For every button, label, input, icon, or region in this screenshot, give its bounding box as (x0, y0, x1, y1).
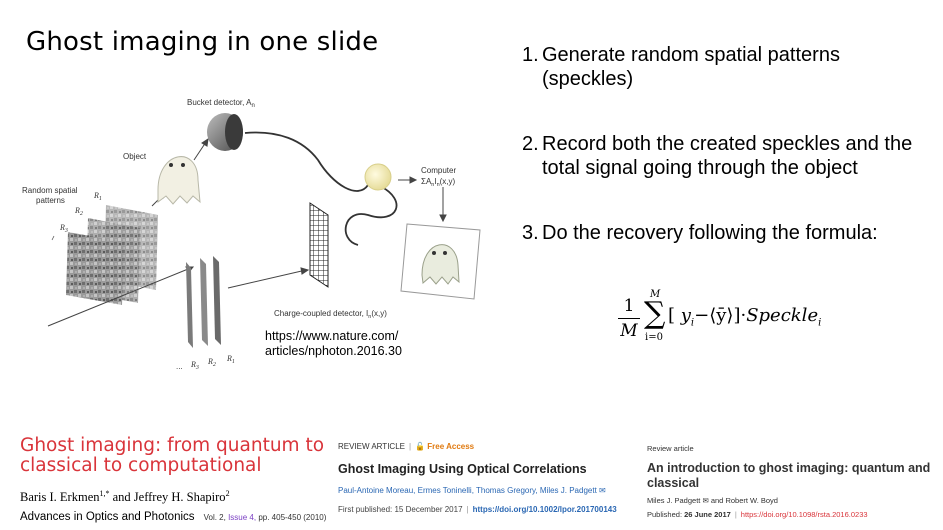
ghost-object (157, 156, 201, 205)
random-patterns-label-1: Random spatial (22, 186, 78, 195)
step-item: 3. Do the recovery following the formula… (520, 221, 930, 245)
step-item: 1. Generate random spatial patterns (spe… (520, 43, 930, 91)
reference-kind: Review article (647, 444, 694, 453)
email-icon: ✉ (702, 496, 709, 505)
ellipsis-label: ... (176, 362, 183, 371)
charge-coupled-detector (309, 202, 329, 288)
r2-label: R2 (74, 206, 83, 217)
bucket-detector (207, 113, 243, 151)
fiber-cable (244, 131, 369, 192)
step-number: 2. (522, 133, 539, 155)
reference-journal: Advances in Optics and Photonics Vol. 2,… (20, 511, 327, 524)
source-url[interactable]: https://www.nature.com/ articles/nphoton… (265, 329, 402, 359)
r1-label: R1 (93, 191, 102, 202)
computer-formula: ΣAnIn(x,y) (421, 177, 456, 188)
random-patterns (66, 205, 158, 305)
step-text: Record both the created speckles and the… (542, 133, 913, 179)
reference-published: First published: 15 December 2017|https:… (338, 505, 617, 514)
reference-padgett[interactable]: Review article An introduction to ghost … (647, 444, 937, 519)
bucket-detector-label: Bucket detector, An (187, 98, 255, 109)
lock-icon: 🔓 (415, 442, 426, 451)
formula-numerator: 1 (623, 296, 635, 316)
fiber-cable-2 (344, 185, 398, 246)
reference-authors: Miles J. Padgett ✉ and Robert W. Boyd (647, 496, 778, 505)
step-text: Do the recovery following the formula: (542, 222, 878, 244)
ccd-label: Charge-coupled detector, In(x,y) (274, 309, 387, 320)
computer-label: Computer (421, 166, 456, 175)
reference-erkmen[interactable]: Ghost imaging: from quantum to classical… (20, 435, 330, 524)
r3-label: R3 (59, 223, 68, 234)
slide-title: Ghost imaging in one slide (26, 27, 379, 57)
formula-denominator: M (620, 321, 638, 341)
reference-title: An introduction to ghost imaging: quantu… (647, 461, 931, 490)
collecting-lens (364, 163, 392, 191)
email-icon: ✉ (599, 486, 606, 495)
sum-upper-limit: M (650, 289, 661, 300)
reference-kind: REVIEW ARTICLE|🔓 Free Access (338, 442, 475, 451)
sum-symbol: ∑ (644, 296, 666, 331)
slice-r3-label: R3 (190, 360, 199, 371)
object-label: Object (123, 152, 147, 161)
reference-title: Ghost imaging: from quantum to classical… (20, 435, 325, 476)
source-url-line-2: articles/nphoton.2016.30 (265, 344, 402, 358)
random-patterns-label-2: patterns (36, 196, 65, 205)
ghost-imaging-diagram: Random spatial patterns R1 R2 R3 Bucket … (22, 98, 481, 371)
slice-r2-label: R2 (207, 357, 216, 368)
reference-moreau[interactable]: REVIEW ARTICLE|🔓 Free Access Ghost Imagi… (338, 442, 638, 514)
sum-lower-limit: i=0 (645, 332, 663, 343)
steps-list: 1. Generate random spatial patterns (spe… (520, 43, 930, 286)
reference-authors: Baris I. Erkmen1,* and Jeffrey H. Shapir… (20, 489, 230, 505)
reference-published: Published: 26 June 2017|https://doi.org/… (647, 510, 868, 519)
reference-authors: Paul-Antoine Moreau, Ermes Toninelli, Th… (338, 486, 606, 495)
formula-body: [ yi−⟨ȳ⟩]·Specklei (668, 305, 822, 329)
reference-title: Ghost Imaging Using Optical Correlations (338, 462, 587, 476)
doi-link[interactable]: https://doi.org/10.1002/lpor.201700143 (472, 505, 617, 514)
reconstructed-image (400, 223, 481, 300)
doi-link[interactable]: https://doi.org/10.1098/rsta.2016.0233 (740, 510, 868, 519)
source-url-line-1: https://www.nature.com/ (265, 329, 399, 343)
step-item: 2. Record both the created speckles and … (520, 132, 930, 180)
step-number: 1. (522, 44, 539, 66)
step-text: Generate random spatial patterns (speckl… (542, 44, 840, 90)
step-number: 3. (522, 222, 539, 244)
formula-fraction: 1 M (618, 296, 640, 341)
slice-r1-label: R1 (226, 354, 235, 365)
pattern-r3 (66, 232, 124, 305)
pattern-slices (186, 256, 221, 348)
